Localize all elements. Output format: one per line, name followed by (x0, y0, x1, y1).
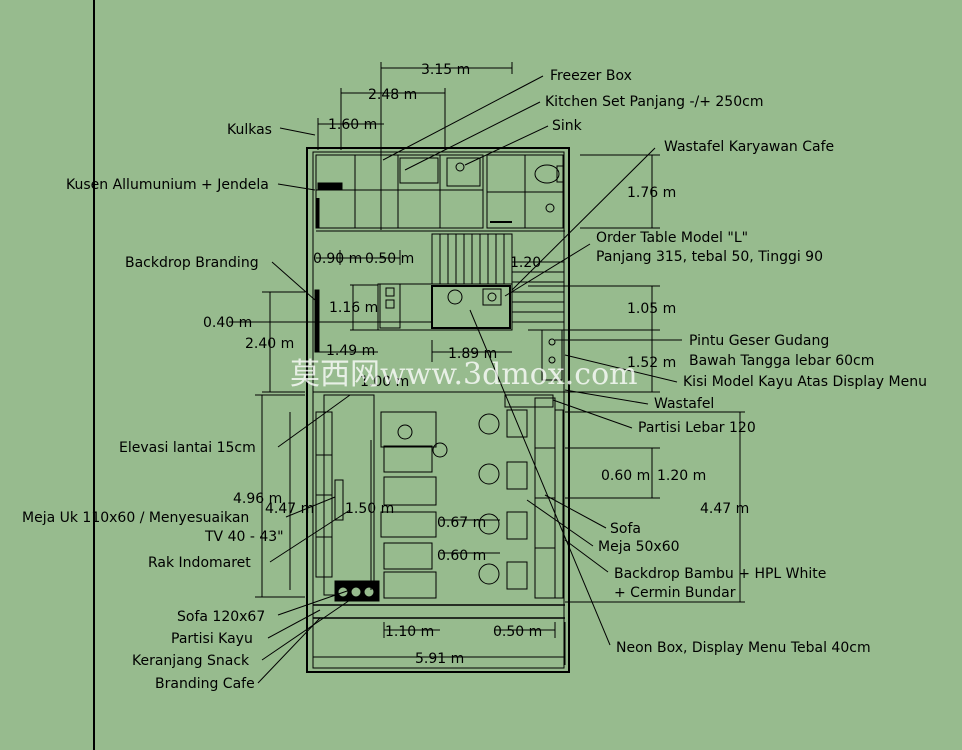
label-kisi-model: Kisi Model Kayu Atas Display Menu (683, 374, 927, 390)
dim-0-60-a: 0.60 m (601, 468, 650, 484)
building-walls (306, 147, 570, 673)
label-order-table-1: Order Table Model "L" (596, 230, 748, 246)
dim-1-49: 1.49 m (326, 343, 375, 359)
label-sofa-120: Sofa 120x67 (177, 609, 265, 625)
label-partisi-kayu: Partisi Kayu (171, 631, 253, 647)
dim-0-40: 0.40 m (203, 315, 252, 331)
label-wastafel-karyawan: Wastafel Karyawan Cafe (664, 139, 834, 155)
dim-0-90: 0.90 m (313, 251, 362, 267)
dim-1-89: 1.89 m (448, 346, 497, 362)
label-rak: Rak Indomaret (148, 555, 251, 571)
label-wastafel: Wastafel (654, 396, 714, 412)
kitchen-area (315, 154, 565, 232)
dim-1-16: 1.16 m (329, 300, 378, 316)
dim-5-91: 5.91 m (415, 651, 464, 667)
label-sink: Sink (552, 118, 583, 134)
dim-1-60: 1.60 m (328, 117, 377, 133)
watermark: 莫西网www.3dmox.com (290, 357, 638, 392)
dim-4-96: 4.96 m (233, 491, 282, 507)
dim-2-48: 2.48 m (368, 87, 417, 103)
dim-4-47-a: 4.47 m (265, 501, 314, 517)
dimension-texts: 3.15 m 2.48 m 1.60 m 1.76 m 0.90 m 0.50 … (203, 62, 749, 667)
label-pintu-geser-2: Bawah Tangga lebar 60cm (689, 353, 874, 369)
stairs (431, 233, 565, 323)
label-branding-cafe: Branding Cafe (155, 676, 255, 692)
dim-1-00: 1.00 m (360, 374, 409, 390)
dim-1-76: 1.76 m (627, 185, 676, 201)
leader-lines (257, 75, 682, 684)
label-neon-box: Neon Box, Display Menu Tebal 40cm (616, 640, 871, 656)
dim-1-20-b: 1.20 m (657, 468, 706, 484)
label-meja-50: Meja 50x60 (598, 539, 680, 555)
label-partisi-lebar: Partisi Lebar 120 (638, 420, 756, 436)
dim-1-20-a: 1.20 (510, 255, 541, 271)
dim-0-50-a: 0.50 m (365, 251, 414, 267)
label-pintu-geser-1: Pintu Geser Gudang (689, 333, 829, 349)
label-backdrop-bambu-1: Backdrop Bambu + HPL White (614, 566, 826, 582)
dim-0-60-b: 0.60 m (437, 548, 486, 564)
dim-1-50: 1.50 m (345, 501, 394, 517)
dim-1-05: 1.05 m (627, 301, 676, 317)
label-order-table-2: Panjang 315, tebal 50, Tinggi 90 (596, 249, 823, 265)
label-kusen: Kusen Allumunium + Jendela (66, 177, 269, 193)
dimension-lines (229, 62, 745, 665)
dim-1-52: 1.52 m (627, 355, 676, 371)
label-tv: TV 40 - 43" (204, 529, 284, 545)
dim-0-50-b: 0.50 m (493, 624, 542, 640)
label-elevasi: Elevasi lantai 15cm (119, 440, 256, 456)
label-sofa: Sofa (610, 521, 641, 537)
dim-2-40: 2.40 m (245, 336, 294, 352)
dim-4-47-b: 4.47 m (700, 501, 749, 517)
label-meja-uk: Meja Uk 110x60 / Menyesuaikan (22, 510, 249, 526)
annotation-labels: Freezer Box Kitchen Set Panjang -/+ 250c… (22, 68, 927, 692)
dim-3-15: 3.15 m (421, 62, 470, 78)
label-kulkas: Kulkas (227, 122, 272, 138)
dim-0-67: 0.67 m (437, 515, 486, 531)
label-backdrop-branding: Backdrop Branding (125, 255, 259, 271)
label-keranjang: Keranjang Snack (132, 653, 250, 669)
dim-1-10: 1.10 m (385, 624, 434, 640)
order-table (377, 283, 563, 381)
seating-area (313, 289, 565, 602)
label-freezer-box: Freezer Box (550, 68, 632, 84)
label-backdrop-bambu-2: + Cermin Bundar (614, 585, 736, 601)
label-kitchen-set: Kitchen Set Panjang -/+ 250cm (545, 94, 763, 110)
